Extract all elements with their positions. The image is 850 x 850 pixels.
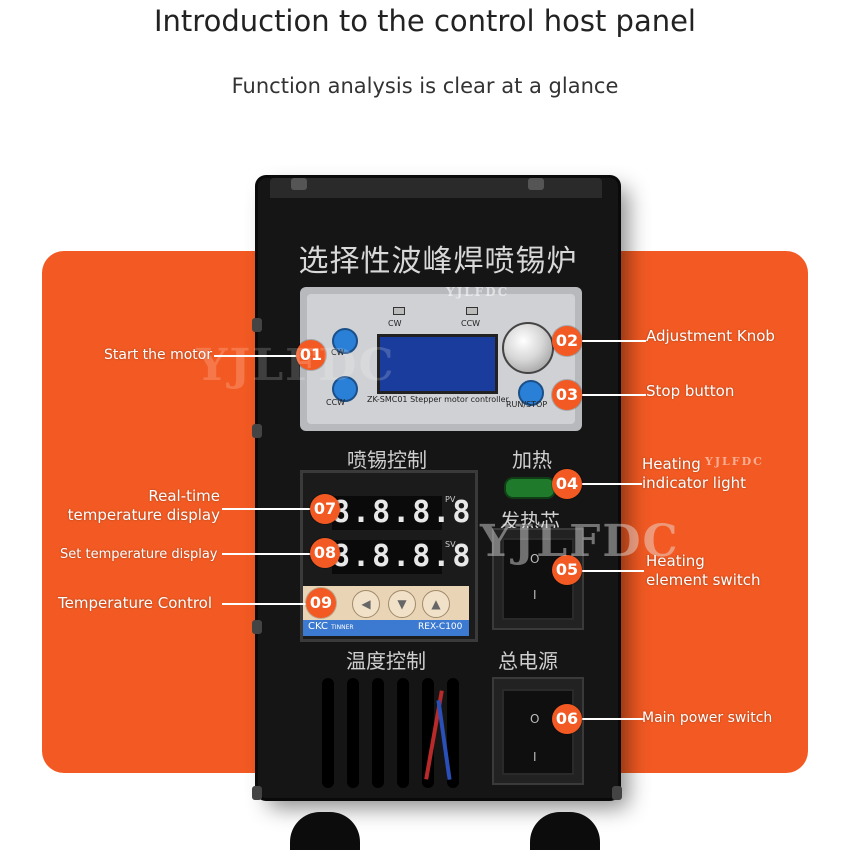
run-stop-label: RUN/STOP [506,400,548,409]
side-screw [252,620,262,634]
callout-line [582,483,642,485]
number-badge: 08 [310,538,340,568]
callout-line-1: Heating [646,552,705,570]
down-key[interactable]: ▼ [388,590,416,618]
sv-display: 8.8.8.8 [332,539,473,574]
callout-line [582,340,646,342]
side-screw [252,318,262,332]
controller-model: REX-C100 [418,622,463,632]
callout-main-power-switch: Main power switch [642,710,773,726]
switch-on-mark: I [533,750,537,764]
cw-button[interactable] [332,328,358,354]
number-badge: 07 [310,494,340,524]
side-screw [612,786,622,800]
callout-line-2: temperature display [67,506,220,524]
callout-adjustment-knob: Adjustment Knob [646,327,775,345]
brand-label: CKC TINNER [308,621,354,632]
cw-led-label: CW [388,319,402,328]
heating-indicator-light [504,477,556,499]
vent-slot [372,678,384,788]
callout-line [222,553,312,555]
pv-display: 8.8.8.8 [332,495,473,530]
cw-button-label: CW [331,348,345,357]
number-badge: 01 [296,340,326,370]
main-power-label: 总电源 [498,649,558,673]
side-screw [252,786,262,800]
adjustment-knob[interactable] [502,322,554,374]
page-title: Introduction to the control host panel [154,4,696,38]
switch-on-mark: I [533,588,537,602]
heating-label: 加热 [512,448,552,472]
callout-line [582,570,644,572]
ccw-led-label: CCW [461,319,481,328]
vent-slot [447,678,459,788]
temperature-control-label: 温度控制 [346,649,426,673]
callout-line-2: indicator light [642,474,747,492]
number-badge: 09 [306,588,336,618]
device-foot-left [290,812,360,850]
callout-temperature-control: Temperature Control [58,594,213,612]
vent-slot [347,678,359,788]
brand-strip [303,620,469,636]
ccw-button-label: CCW [326,398,346,407]
watermark: YJLFDC [480,516,680,567]
callout-line [214,355,298,357]
shift-key[interactable]: ◀ [352,590,380,618]
watermark: YJLFDC [196,340,396,391]
device-foot-right [530,812,600,850]
number-badge: 02 [552,326,582,356]
ccw-led-icon [466,307,478,315]
device-heading: 选择性波峰焊喷锡炉 [298,244,578,279]
switch-off-mark: O [530,712,540,726]
callout-real-time-temperature: Real-time temperature display [62,487,220,525]
callout-set-temperature: Set temperature display [60,547,218,562]
cw-led-icon [393,307,405,315]
pv-tag: PV [445,495,456,504]
vent-slot [397,678,409,788]
callout-heating-element-switch: Heating element switch [646,552,761,590]
device-top-cover [270,178,602,198]
vent-slot [322,678,334,788]
watermark: YJLFDC [446,285,510,299]
controller-model-label: ZK-SMC01 Stepper motor controller [367,395,509,404]
number-badge: 06 [552,704,582,734]
callout-line [582,718,644,720]
callout-line [222,603,308,605]
number-badge: 03 [552,380,582,410]
callout-stop-button: Stop button [646,382,735,400]
ccw-button[interactable] [332,376,358,402]
sv-tag: SV [445,540,456,549]
callout-heating-indicator: Heating indicator light [642,455,746,493]
up-key[interactable]: ▲ [422,590,450,618]
solder-control-label: 喷锡控制 [347,448,427,472]
top-screw-left [291,178,307,190]
callout-line-1: Real-time [148,487,220,505]
top-screw-right [528,178,544,190]
callout-line [222,508,312,510]
callout-line-1: Heating [642,455,701,473]
switch-off-mark: O [530,552,540,566]
callout-line-2: element switch [646,571,761,589]
watermark: YJLFDC [705,455,764,468]
callout-start-motor: Start the motor [104,347,213,363]
page-subtitle: Function analysis is clear at a glance [231,74,619,98]
stepper-lcd-screen [377,334,498,394]
side-screw [252,424,262,438]
run-stop-button[interactable] [518,380,544,406]
number-badge: 04 [552,469,582,499]
callout-line [582,394,646,396]
number-badge: 05 [552,555,582,585]
